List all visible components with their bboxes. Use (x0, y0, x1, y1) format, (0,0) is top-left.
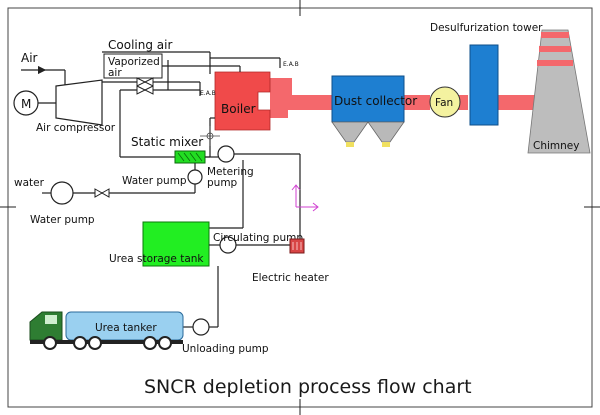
static-mixer-label: Static mixer (131, 135, 203, 149)
fan (429, 86, 461, 118)
urea-tanker-truck (29, 311, 184, 350)
metering-pump (217, 145, 235, 163)
vaporized-air-label-1: Vaporized (108, 56, 160, 68)
injector-tag-left: E.A.B (200, 90, 216, 97)
tanker-wheel-5 (158, 336, 172, 350)
electric-heater-label: Electric heater (252, 272, 329, 284)
electric-heater-coil (292, 242, 302, 250)
tanker-wheel-2 (73, 336, 87, 350)
unloading-pump-label: Unloading pump (182, 343, 269, 355)
tanker-wheel-1 (43, 336, 57, 350)
chimney-label: Chimney (533, 140, 579, 152)
static-mixer (174, 150, 206, 164)
dust-outlet-right (382, 142, 390, 147)
dust-hopper-left (331, 121, 369, 143)
dust-outlet-left (346, 142, 354, 147)
urea-storage-tank (142, 221, 210, 267)
air-label: Air (21, 51, 38, 65)
chimney-stripe-1 (541, 32, 569, 38)
air-compressor (55, 79, 103, 126)
tanker-cab-window (45, 315, 57, 324)
valve-vaporized-air[interactable] (136, 77, 154, 87)
chimney-stripe-3 (537, 60, 573, 66)
urea-tanker-label: Urea tanker (95, 322, 157, 334)
chimney-stripe-2 (539, 46, 571, 52)
metering-pump-label-2: pump (207, 177, 238, 189)
dust-hopper-right (367, 121, 405, 143)
flow-direction-arrow (291, 184, 319, 212)
water-pump-mid-label: Water pump (122, 175, 187, 187)
water-label: water (14, 177, 45, 189)
dust-collector (331, 75, 405, 123)
vaporized-air-box (103, 53, 163, 79)
injector-crosshair (200, 126, 220, 146)
desulfurization-tower (469, 44, 499, 126)
flue-gas-duct-tower (498, 95, 536, 110)
cooling-air-label: Cooling air (108, 38, 172, 52)
water-pump-left-label: Water pump (30, 214, 95, 226)
tanker-wheel-3 (88, 336, 102, 350)
water-pump-mid (187, 169, 203, 185)
urea-storage-tank-label: Urea storage tank (109, 253, 204, 265)
valve-atomizing-air[interactable] (136, 85, 154, 95)
boiler (214, 71, 271, 131)
dust-collector-label: Dust collector (334, 94, 417, 108)
diagram-title: SNCR depletion process flow chart (144, 376, 472, 398)
water-pump-left (50, 181, 74, 205)
static-mixer-inner (177, 152, 203, 162)
air-compressor-label: Air compressor (36, 122, 116, 134)
tanker-wheel-4 (143, 336, 157, 350)
unloading-pump (192, 318, 210, 336)
injector-tag-top: E.A.B (283, 61, 299, 68)
fan-label: Fan (435, 97, 453, 109)
tanker-chassis (30, 340, 183, 344)
boiler-label: Boiler (221, 102, 256, 116)
desulfurization-tower-label: Desulfurization tower (430, 22, 543, 34)
valve-water[interactable] (94, 188, 110, 198)
motor-label: M (21, 97, 31, 111)
circulating-pump-label: Circulating pump (213, 232, 303, 244)
vaporized-air-label-2: air (108, 67, 122, 79)
metering-pump-label-1: Metering (207, 166, 254, 178)
